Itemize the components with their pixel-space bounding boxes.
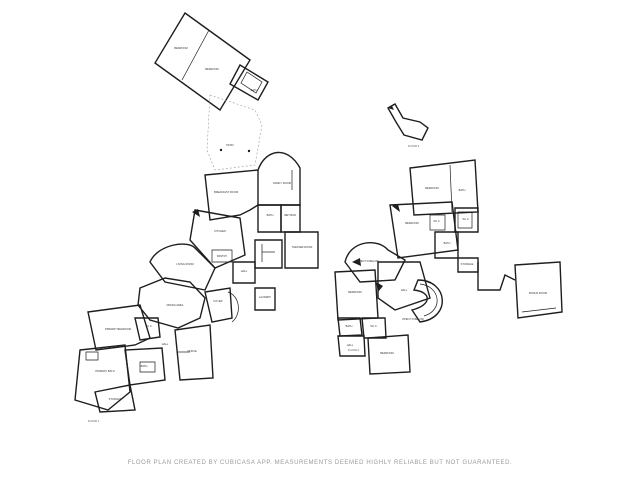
room-label-wic-1: W.I.C. <box>145 324 152 328</box>
floor-plan-disclaimer: FLOOR PLAN CREATED BY CUBICASA APP. MEAS… <box>127 460 513 466</box>
floor-2-walls <box>334 159 563 375</box>
room-label-laundry: LAUNDRY <box>259 295 272 299</box>
room-label-pantry: PANTRY <box>217 254 228 258</box>
room-label-open-to-below-1: OPEN TO BELOW <box>357 259 379 263</box>
room-label-bath-1: BATH <box>267 213 274 217</box>
room-label-bath-4: BATH <box>444 241 451 245</box>
room-label-family-room: FAMILY ROOM <box>273 181 291 185</box>
room-label-primary-bedroom: PRIMARY BEDROOM <box>105 327 131 331</box>
floor-3-walls <box>387 103 429 141</box>
floor-labels: FLOOR 1 FLOOR 2 FLOOR 3 <box>88 144 420 423</box>
room-label-wic-4: W.I.C. <box>370 324 377 328</box>
room-label-kitchen: KITCHEN <box>214 229 226 233</box>
room-label-patio: PATIO <box>226 143 233 147</box>
room-label-hall-3: HALL <box>401 288 408 292</box>
room-label-breakfast-room: BREAKFAST ROOM <box>214 190 238 194</box>
room-label-hall-2: HALL <box>162 342 169 346</box>
room-label-bedroom-4: BEDROOM <box>348 290 361 294</box>
room-label-theater-room: THEATER ROOM <box>292 245 313 249</box>
room-label-bedroom-2: BEDROOM <box>425 186 438 190</box>
room-label-open-to-below-2: OPEN TO BELOW <box>402 317 424 321</box>
floor-label-2: FLOOR 2 <box>348 348 360 352</box>
room-label-wic-2: W.I.C. <box>462 217 469 221</box>
room-label-bath-5: BATH <box>346 324 353 328</box>
room-label-foyer: FOYER <box>214 299 223 303</box>
room-label-dining-area: DINING AREA <box>167 303 184 307</box>
room-label-bedroom-3: BEDROOM <box>405 221 418 225</box>
room-label-bath-2: BATH <box>141 364 148 368</box>
room-label-bedroom-5: BEDROOM <box>380 351 393 355</box>
floor-label-1: FLOOR 1 <box>88 419 100 423</box>
room-label-office: OFFICE <box>187 349 197 353</box>
room-label-wic-3: W.I.C. <box>433 219 440 223</box>
room-label-primary-bath: PRIMARY BATH <box>95 369 114 373</box>
room-label-hall-4: HALL <box>347 343 354 347</box>
room-label-bedroom-guest-2: BEDROOM <box>205 67 218 71</box>
room-label-storage: STORAGE <box>109 397 122 401</box>
room-label-living-room: LIVING ROOM <box>176 262 193 266</box>
room-label-bedroom-guest: BEDROOM <box>174 46 187 50</box>
room-label-bath-3: BATH <box>459 188 466 192</box>
floor-1-walls <box>74 11 319 413</box>
room-label-hall-1: HALL <box>241 269 248 273</box>
room-label-wet-bar: WET BAR <box>284 213 296 217</box>
room-label-bath-guest: BATH <box>251 88 258 92</box>
room-label-bonus-room: BONUS ROOM <box>529 291 547 295</box>
room-labels: BEDROOM BEDROOM BATH PATIO BREAKFAST ROOM FAM… <box>95 46 547 401</box>
room-label-storage-2: STORAGE <box>461 262 474 266</box>
floor-label-3: FLOOR 3 <box>408 144 420 148</box>
